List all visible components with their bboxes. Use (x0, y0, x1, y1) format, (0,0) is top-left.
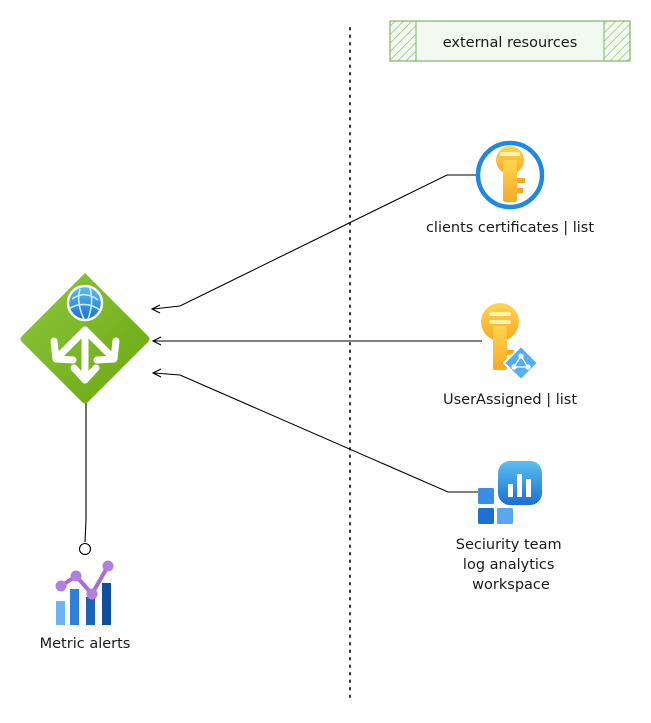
arrow-head-loganalytics (151, 368, 162, 378)
user-assigned-label: UserAssigned | list (443, 392, 577, 408)
key-vault-key-icon[interactable] (475, 140, 545, 210)
connector-gateway-to-alerts (84, 398, 87, 543)
log-analytics-label-line-3: workspace (472, 577, 550, 593)
metric-alerts-label: Metric alerts (40, 636, 131, 652)
application-gateway-icon[interactable] (20, 273, 150, 404)
arrow-head-certificates (150, 304, 161, 314)
log-analytics-label: Seciurity team log analytics workspace (456, 537, 566, 593)
external-resources-legend: external resources (389, 20, 631, 62)
log-analytics-icon[interactable] (478, 461, 542, 524)
connector-end-circle (78, 542, 92, 556)
connector-certificates-to-gateway (152, 174, 476, 310)
managed-identity-icon[interactable] (481, 303, 540, 382)
arrow-head-userassigned (151, 336, 162, 346)
connector-loganalytics-to-gateway (153, 372, 478, 493)
metric-alerts-icon[interactable] (55, 560, 114, 626)
log-analytics-label-line-1: Seciurity team (456, 537, 562, 553)
certificates-label: clients certificates | list (426, 220, 594, 236)
log-analytics-label-line-2: log analytics (463, 557, 555, 573)
connectors (78, 174, 482, 556)
legend-label: external resources (443, 35, 578, 51)
